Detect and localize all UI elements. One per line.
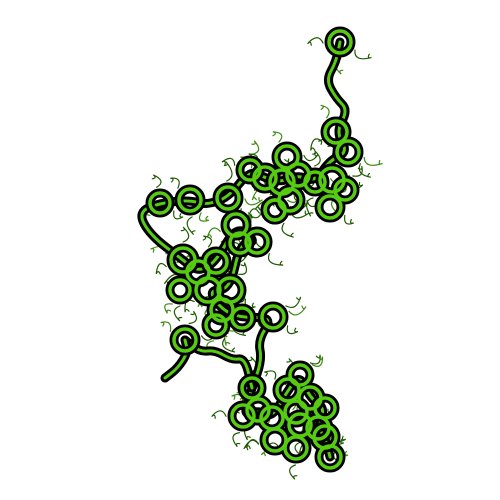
tendril-13-0 [352,165,363,177]
ring-45 [230,403,256,429]
tendril-18-0 [267,253,284,266]
tendril-43-0 [289,464,298,480]
tendril-15-1 [244,197,263,206]
tendril-4-0 [221,157,236,166]
tendril-25-1 [164,303,173,314]
tendril-25-0 [173,305,183,322]
ring-12 [317,194,343,220]
ring-2 [335,139,361,165]
tendril-24-0 [238,262,248,275]
tendril-11-2 [281,222,294,238]
ring-27 [230,306,254,330]
tendril-29-2 [222,337,236,353]
ring-3 [274,144,300,170]
tendril-20-2 [180,226,190,243]
tendril-0-0 [307,37,324,46]
ring-1 [323,119,349,145]
tendril-42-2 [245,439,259,450]
tendril-22-0 [202,235,213,248]
tendril-8-0 [305,197,314,217]
ring-33 [288,363,312,387]
tendril-17-1 [206,227,221,238]
tendril-16-2 [173,210,184,220]
ring-13 [333,178,357,202]
ring-17 [223,212,249,238]
ring-19 [228,231,252,255]
ring-8 [303,170,327,194]
tendril-1-1 [320,104,330,119]
ring-22 [203,249,229,275]
ring-23 [194,276,222,304]
ring-14 [177,187,203,213]
tendril-45-2 [211,410,227,419]
ring-46 [263,198,287,222]
tendril-30-0 [188,310,198,325]
tendril-3-1 [272,131,283,143]
tendril-33-0 [309,354,321,365]
ring-25 [168,278,192,302]
ring-42 [262,427,288,453]
tendril-3-2 [303,152,319,162]
tendril-16-0 [151,174,162,188]
tendril-4-1 [251,140,260,155]
tendril-20-0 [155,262,167,275]
tendril-14-2 [170,177,180,189]
tendril-14-1 [198,212,209,222]
tendril-28-2 [286,325,299,335]
tendril-2-2 [358,163,371,178]
ring-0 [327,29,353,55]
tendril-0-2 [354,49,372,60]
tendril-14-0 [186,216,196,236]
ring-29 [204,313,228,337]
tendril-33-1 [311,356,324,367]
ring-32 [275,377,301,403]
tendril-30-1 [160,321,172,332]
tendril-28-1 [288,305,307,316]
ring-5 [252,165,278,191]
tendril-2-1 [363,156,383,166]
ring-16 [148,191,172,215]
tendril-15-2 [223,161,233,182]
ring-31 [240,376,264,400]
ring-43 [283,435,309,461]
tendril-28-0 [285,296,302,309]
ring-15 [215,185,241,211]
ring-layer [145,26,364,473]
tendril-8-2 [312,150,321,167]
tendril-12-2 [343,214,354,225]
tendril-45-0 [232,432,241,448]
tendril-46-0 [290,210,310,219]
tendril-1-0 [310,138,323,151]
ring-26 [209,297,235,323]
ring-18 [244,229,270,255]
ring-35 [245,397,271,423]
ring-28 [260,304,286,330]
ring-44 [317,444,343,470]
tendril-32-0 [264,370,277,380]
ring-30 [172,327,198,353]
ring-37 [283,399,309,425]
